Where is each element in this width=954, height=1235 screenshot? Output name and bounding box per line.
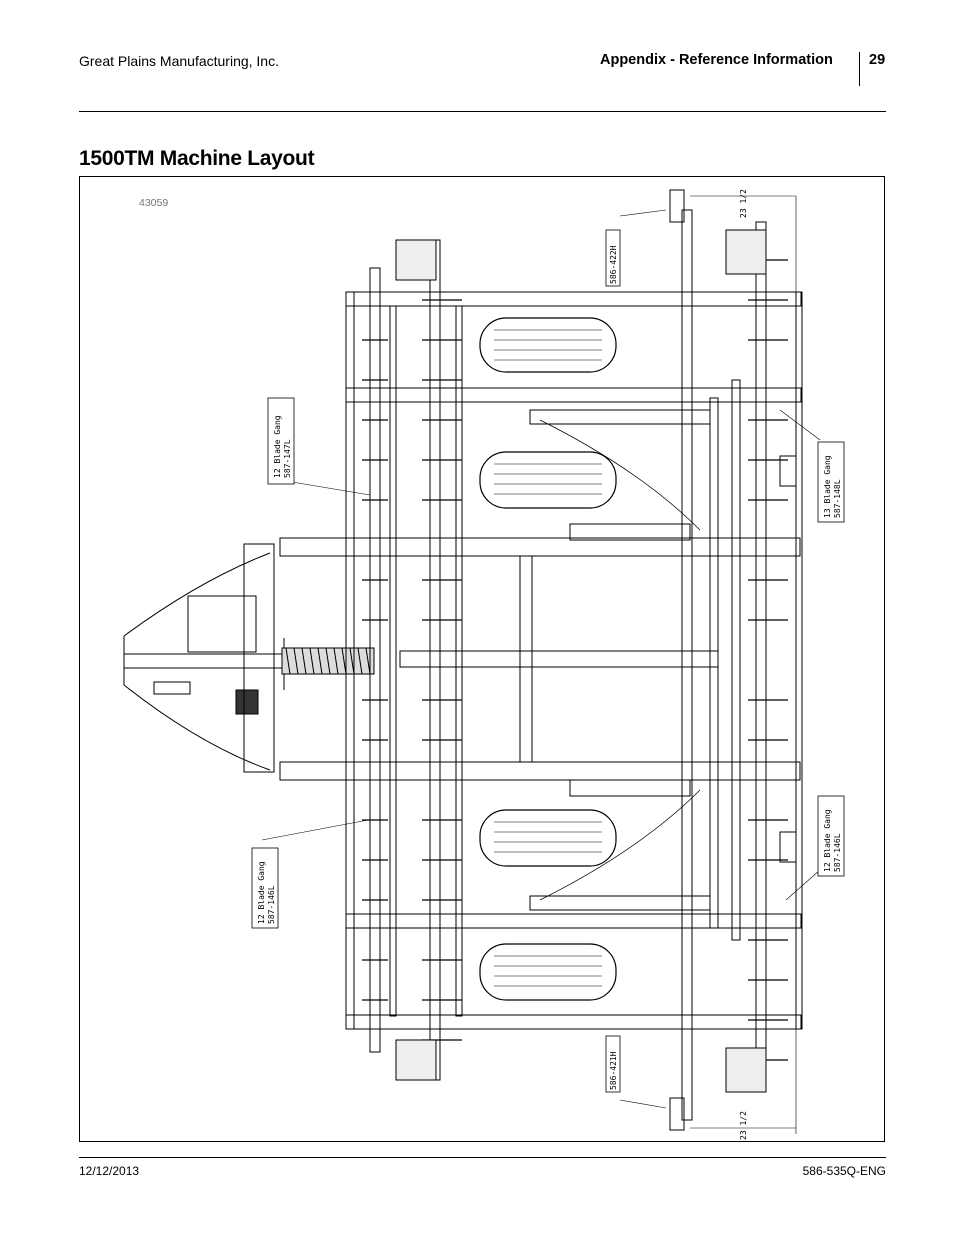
page-title: 1500TM Machine Layout [79,147,315,170]
callout-part-top: 586-422H [609,245,618,284]
header-divider [859,52,860,86]
callout-right-bottom-line2: 587-146L [833,833,842,872]
callout-left-top-line2: 587-147L [283,439,292,478]
figure-frame [79,176,885,1142]
company-name: Great Plains Manufacturing, Inc. [79,53,279,69]
callout-right-bottom-line1: 12 Blade Gang [823,809,832,872]
dimension-bottom: 23 1/2 [739,1111,748,1140]
callout-left-bottom-line2: 587-146L [267,885,276,924]
callout-left-top-line1: 12 Blade Gang [273,415,282,478]
dimension-top: 23 1/2 [739,189,748,218]
footer-doc-number: 586-535Q-ENG [802,1164,886,1178]
section-title: Appendix - Reference Information [600,52,833,68]
figure-id: 43059 [139,197,169,209]
header-rule [79,111,886,112]
footer-date: 12/12/2013 [79,1164,140,1178]
footer-rule [79,1157,886,1158]
callout-right-top-line2: 587-148L [833,479,842,518]
callout-part-bottom: 586-421H [609,1051,618,1090]
callout-right-top-line1: 13 Blade Gang [823,455,832,518]
callout-left-bottom-line1: 12 Blade Gang [257,861,266,924]
page-number: 29 [869,52,886,68]
machine-layout-drawing: 12 Blade Gang 587-147L 12 Blade Gang 587… [123,189,845,1140]
